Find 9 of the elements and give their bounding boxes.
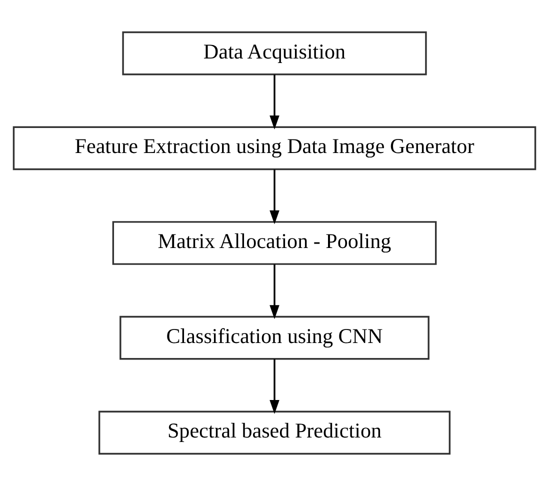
node-box: Data Acquisition xyxy=(122,31,427,76)
arrow xyxy=(270,74,280,130)
arrow xyxy=(270,264,280,320)
node-box: Feature Extraction using Data Image Generator xyxy=(12,126,536,170)
arrow xyxy=(270,359,280,414)
node-box: Spectral based Prediction xyxy=(98,410,451,455)
node-box: Matrix Allocation - Pooling xyxy=(112,221,437,265)
node-box: Classification using CNN xyxy=(120,316,430,360)
arrow xyxy=(270,170,280,224)
